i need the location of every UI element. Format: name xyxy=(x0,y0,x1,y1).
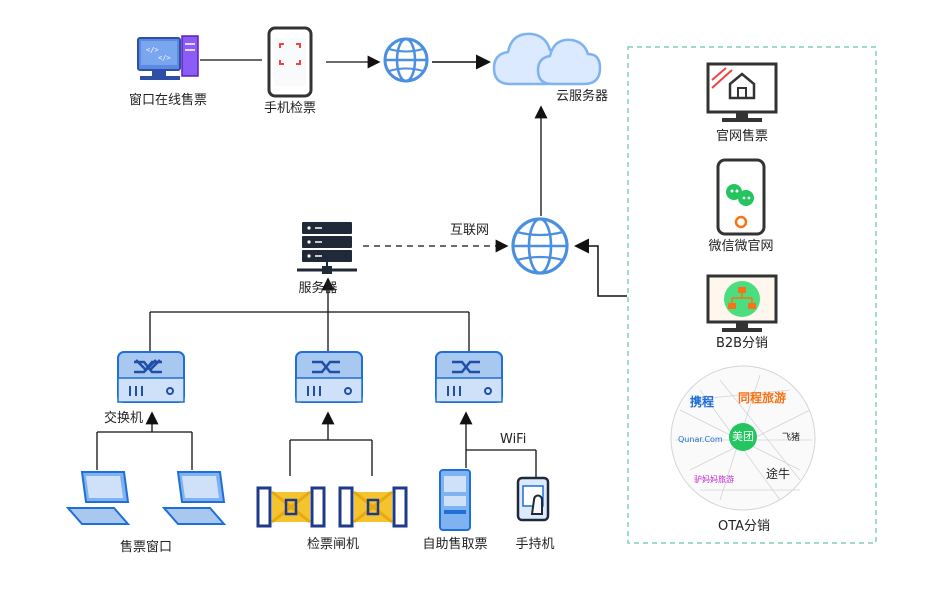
ticket-gate-icon-2 xyxy=(338,486,408,528)
label-switch: 交换机 xyxy=(104,411,144,426)
label-wechat-micro-site: 微信微官网 xyxy=(708,239,774,254)
pc-icon-window-2 xyxy=(161,471,227,525)
website-monitor-icon xyxy=(706,62,778,122)
svg-text:</>: </> xyxy=(158,54,171,62)
ota-network-sphere xyxy=(670,365,816,511)
ota-logo-qunar: Qunar.Com xyxy=(678,435,723,444)
label-official-site-ticketing: 官网售票 xyxy=(715,129,769,144)
label-internet: 互联网 xyxy=(450,223,490,238)
label-ticket-window: 售票窗口 xyxy=(119,540,173,555)
label-server: 服务器 xyxy=(298,281,338,296)
ota-logo-meituan: 美团 xyxy=(732,430,754,443)
label-mobile-ticket-check: 手机检票 xyxy=(263,101,317,116)
edge-channels-internet xyxy=(574,238,627,297)
label-cloud-server: 云服务器 xyxy=(556,89,609,104)
label-ota-distribution: OTA分销 xyxy=(717,519,771,534)
cloud-server-icon xyxy=(492,32,602,86)
wechat-phone-icon xyxy=(716,158,766,236)
channels-box xyxy=(627,46,877,544)
ota-logo-other: 驴妈妈旅游 xyxy=(694,475,734,484)
switch-icon-3 xyxy=(435,351,503,403)
handheld-icon xyxy=(516,476,550,522)
ota-logo-fliggy: 飞猪 xyxy=(782,433,801,443)
ota-logo-ctrip: 携程 xyxy=(690,395,715,409)
ota-logo-ly: 同程旅游 xyxy=(738,391,787,405)
switch-icon-1 xyxy=(117,351,185,403)
label-b2b-distribution: B2B分销 xyxy=(715,336,769,351)
ota-logo-tuniu: 途牛 xyxy=(766,467,791,481)
label-window-online-ticketing: 窗口在线售票 xyxy=(128,93,208,108)
svg-text:</>: </> xyxy=(146,46,159,54)
label-handheld: 手持机 xyxy=(515,537,555,552)
label-wifi: WiFi xyxy=(500,432,527,447)
b2b-monitor-icon xyxy=(706,274,778,332)
globe-icon-top xyxy=(383,37,429,83)
pc-icon-window-1 xyxy=(65,471,131,525)
label-self-service-ticket: 自助售取票 xyxy=(422,537,488,552)
globe-icon-internet xyxy=(511,217,569,275)
pc-icon-top: </> </> xyxy=(137,35,199,80)
ticket-gate-icon-1 xyxy=(256,486,326,528)
kiosk-icon xyxy=(439,469,471,531)
switch-icon-2 xyxy=(295,351,363,403)
label-ticket-gate: 检票闸机 xyxy=(306,537,360,552)
server-icon xyxy=(297,222,357,274)
phone-scan-icon xyxy=(267,26,313,98)
